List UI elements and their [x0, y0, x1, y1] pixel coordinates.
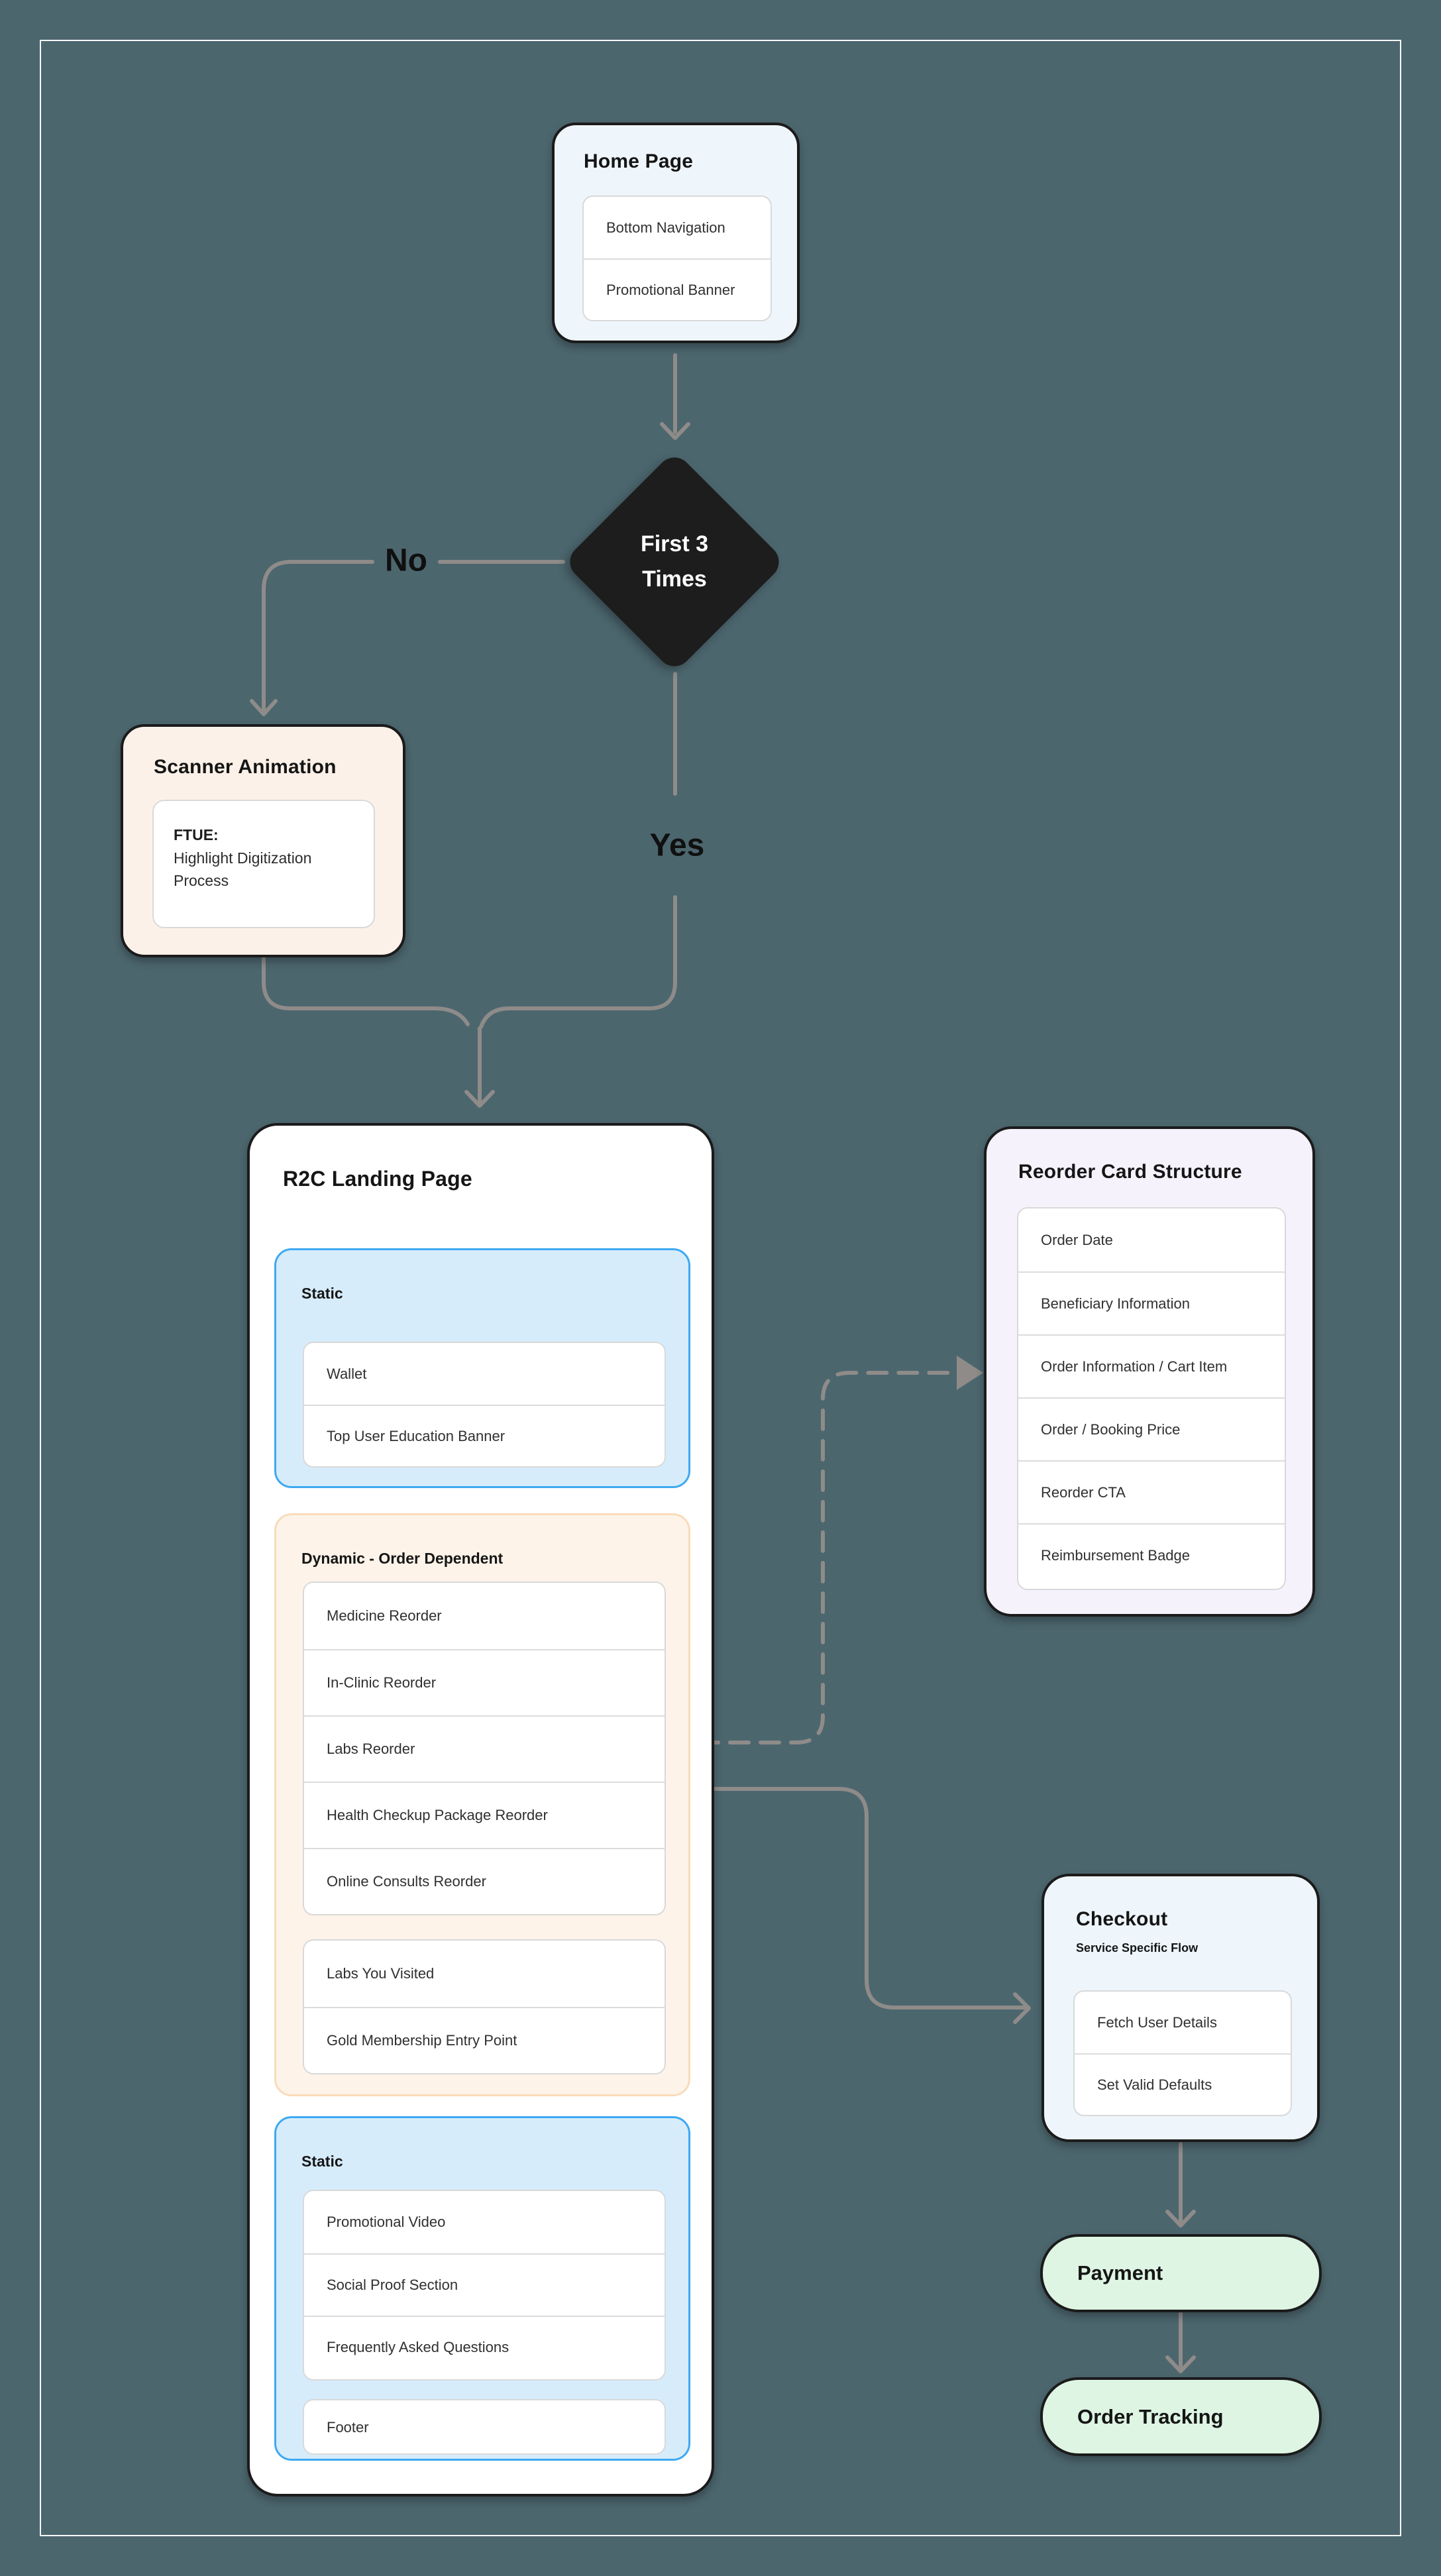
list-item-label: Frequently Asked Questions: [327, 2339, 509, 2355]
section-label: Static: [301, 2153, 343, 2170]
arrowhead-reorder-card: [957, 1356, 983, 1390]
list-item-label: Labs You Visited: [327, 1965, 435, 1982]
edge-label-yes: Yes: [649, 828, 705, 863]
edge-yes-segment-bottom: [479, 895, 677, 1029]
list-item-label: Online Consults Reorder: [327, 1873, 486, 1890]
node-title: Order Tracking: [1077, 2404, 1224, 2428]
list-item: Reorder CTA: [1018, 1460, 1285, 1523]
edge-scanner-to-merge: [262, 956, 470, 1026]
list-item-label: Top User Education Banner: [327, 1427, 506, 1444]
list-item-label: Reorder CTA: [1041, 1483, 1126, 1501]
decision-line1: First 3: [640, 531, 709, 557]
edge-r2c-to-checkout: [698, 1787, 1029, 2010]
node-title: Home Page: [584, 150, 694, 172]
footer-list: Footer: [303, 2399, 666, 2455]
list-item-label: Order / Booking Price: [1041, 1421, 1181, 1438]
list-item-label: Social Proof Section: [327, 2277, 458, 2293]
ftue-card-title: FTUE:: [174, 826, 219, 843]
arrowhead-decision: [660, 422, 690, 440]
list-item: Order Date: [1018, 1208, 1285, 1271]
list-item: Frequently Asked Questions: [304, 2316, 665, 2378]
list-item-label: Beneficiary Information: [1041, 1295, 1190, 1312]
ftue-card-body: Highlight Digitization Process: [174, 849, 312, 890]
node-order-tracking[interactable]: Order Tracking: [1040, 2377, 1322, 2456]
list-item: Social Proof Section: [304, 2253, 665, 2316]
list-item-label: Medicine Reorder: [327, 1607, 442, 1624]
node-title: Reorder Card Structure: [1018, 1161, 1242, 1183]
list-item: Health Checkup Package Reorder: [304, 1782, 665, 1848]
list-item-label: Health Checkup Package Reorder: [327, 1807, 548, 1823]
list-item: Labs Reorder: [304, 1715, 665, 1782]
list-item: Promotional Video: [304, 2191, 665, 2253]
arrowhead-order-tracking: [1165, 2355, 1196, 2373]
list-item-label: Footer: [327, 2419, 369, 2436]
list-item: Reimbursement Badge: [1018, 1523, 1285, 1586]
arrowhead-checkout: [1013, 1992, 1031, 2024]
list-item: Promotional Banner: [584, 258, 771, 320]
node-checkout[interactable]: Checkout Service Specific Flow Fetch Use…: [1041, 1874, 1320, 2142]
list-item-label: Bottom Navigation: [606, 219, 725, 236]
edge-labs-to-reorder-card: [698, 1371, 957, 1744]
list-item-label: Reimbursement Badge: [1041, 1546, 1191, 1564]
list-item-label: Fetch User Details: [1097, 2013, 1217, 2031]
list-item: Wallet: [304, 1343, 665, 1405]
list-item-label: Order Information / Cart Item: [1041, 1358, 1228, 1375]
list-item: Bottom Navigation: [584, 197, 771, 258]
node-scanner-animation[interactable]: Scanner Animation FTUE: Highlight Digiti…: [121, 724, 405, 957]
list-item-label: Order Date: [1041, 1231, 1113, 1248]
list-item: Labs You Visited: [304, 1941, 665, 2007]
node-title: Scanner Animation: [154, 756, 337, 778]
node-payment[interactable]: Payment: [1040, 2234, 1322, 2312]
edge-no-segment-left: [262, 560, 374, 712]
list-item: Footer: [304, 2400, 665, 2453]
list-item: Medicine Reorder: [304, 1583, 665, 1649]
list-item-label: Wallet: [327, 1365, 367, 1382]
section-dynamic-order-dependent: Dynamic - Order Dependent Medicine Reord…: [274, 1513, 690, 2096]
list-item: Fetch User Details: [1075, 1992, 1291, 2053]
decision-label: First 3 Times: [596, 483, 753, 641]
node-title: Checkout: [1076, 1908, 1168, 1930]
section-label: Static: [301, 1285, 343, 1302]
edge-label-no: No: [385, 543, 427, 578]
ftue-card: FTUE: Highlight Digitization Process: [152, 800, 375, 928]
list-item: Gold Membership Entry Point: [304, 2007, 665, 2073]
list-item-label: In-Clinic Reorder: [327, 1674, 437, 1691]
node-title: Payment: [1077, 2261, 1163, 2284]
arrowhead-payment: [1165, 2210, 1196, 2227]
list-item-label: Set Valid Defaults: [1097, 2076, 1212, 2093]
section-label: Dynamic - Order Dependent: [301, 1550, 504, 1567]
decision-line2: Times: [642, 566, 707, 592]
node-subtitle: Service Specific Flow: [1076, 1941, 1199, 1955]
list-item: Order Information / Cart Item: [1018, 1334, 1285, 1397]
list-item: Top User Education Banner: [304, 1405, 665, 1466]
arrowhead-scanner: [250, 699, 278, 716]
list-item: Order / Booking Price: [1018, 1397, 1285, 1460]
list-item: Set Valid Defaults: [1075, 2053, 1291, 2115]
node-title: R2C Landing Page: [283, 1167, 472, 1191]
checkout-header: Checkout Service Specific Flow: [1076, 1908, 1198, 1955]
arrowhead-r2c: [464, 1090, 495, 1108]
list-item-label: Promotional Banner: [606, 281, 735, 298]
list-item: Beneficiary Information: [1018, 1271, 1285, 1334]
list-item-label: Promotional Video: [327, 2214, 446, 2230]
list-item-label: Labs Reorder: [327, 1741, 415, 1757]
list-item-label: Gold Membership Entry Point: [327, 2032, 517, 2049]
list-item: In-Clinic Reorder: [304, 1649, 665, 1715]
list-item: Online Consults Reorder: [304, 1848, 665, 1914]
